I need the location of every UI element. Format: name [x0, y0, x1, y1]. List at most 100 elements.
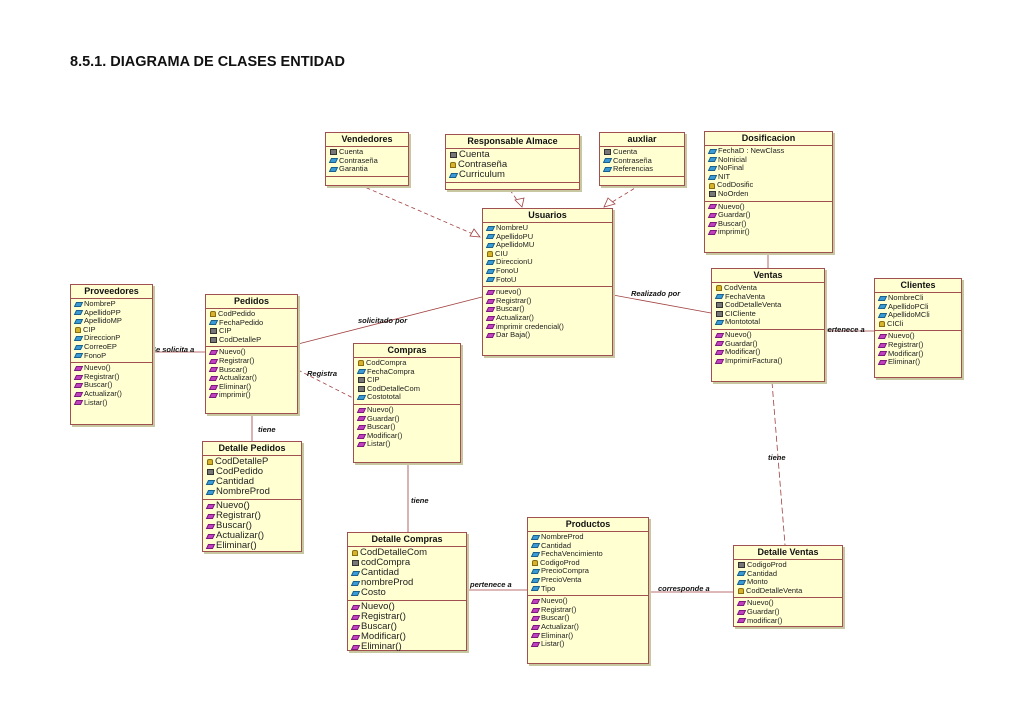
operation-row[interactable]: Buscar()	[530, 614, 646, 623]
attribute-row[interactable]: Cantidad	[205, 477, 299, 487]
operation-row[interactable]: Guardar()	[714, 339, 822, 349]
attribute-row[interactable]: Cantidad	[530, 541, 646, 551]
operation-row[interactable]: Nuevo()	[208, 348, 295, 357]
attribute-row[interactable]: Monto	[736, 578, 840, 587]
attribute-row[interactable]: DireccionU	[485, 258, 610, 267]
attribute-row[interactable]: CodDosific	[709, 181, 830, 190]
attribute-row[interactable]: Cuenta	[330, 147, 406, 157]
operation-row[interactable]: imprimir()	[208, 391, 295, 400]
operation-row[interactable]: Listar()	[73, 398, 150, 408]
operation-row[interactable]: Actualizar()	[73, 389, 150, 399]
attribute-row[interactable]: NIT	[707, 172, 830, 182]
operation-row[interactable]: Registrar()	[73, 372, 150, 382]
operation-row[interactable]: Buscar()	[707, 219, 830, 229]
attribute-row[interactable]: FechaVencimiento	[530, 550, 646, 559]
operation-row[interactable]: Nuevo()	[877, 332, 959, 341]
attribute-row[interactable]: CodDetalleP	[207, 457, 299, 467]
attribute-row[interactable]: CodigoProd	[532, 558, 646, 568]
attribute-row[interactable]: CodigoProd	[738, 560, 840, 570]
operation-row[interactable]: Guardar()	[736, 607, 840, 617]
attribute-row[interactable]: Cantidad	[736, 569, 840, 579]
attribute-row[interactable]: CodDetalleVenta	[716, 301, 822, 310]
operation-row[interactable]: Registrar()	[485, 296, 610, 306]
attribute-row[interactable]: Contraseña	[450, 160, 577, 170]
operation-row[interactable]: Registrar()	[877, 340, 959, 350]
attribute-row[interactable]: PrecioVenta	[530, 575, 646, 585]
attribute-row[interactable]: ApellidoMCli	[877, 311, 959, 320]
operation-row[interactable]: Nuevo()	[356, 405, 458, 415]
operation-row[interactable]: Nuevo()	[707, 202, 830, 212]
operation-row[interactable]: ImprimirFactura()	[714, 356, 822, 366]
operation-row[interactable]: Nuevo()	[736, 599, 840, 608]
attribute-row[interactable]: Cantidad	[350, 568, 464, 578]
attribute-row[interactable]: CodCompra	[358, 358, 458, 368]
attribute-row[interactable]: CodDetalleCom	[358, 384, 458, 394]
operation-row[interactable]: Nuevo()	[350, 602, 464, 612]
operation-row[interactable]: imprimir credencial()	[485, 322, 610, 332]
attribute-row[interactable]: NoOrden	[709, 189, 830, 199]
operation-row[interactable]: modificar()	[736, 616, 840, 626]
attribute-row[interactable]: FotoU	[485, 275, 610, 285]
attribute-row[interactable]: NombreP	[73, 299, 150, 309]
attribute-row[interactable]: CodPedido	[210, 309, 295, 319]
operation-row[interactable]: Buscar()	[205, 521, 299, 531]
operation-row[interactable]: Modificar()	[877, 349, 959, 359]
attribute-row[interactable]: CodVenta	[716, 283, 822, 293]
attribute-row[interactable]: FonoP	[73, 351, 150, 361]
attribute-row[interactable]: CIP	[358, 376, 458, 385]
operation-row[interactable]: Eliminar()	[205, 541, 299, 551]
operation-row[interactable]: Actualizar()	[208, 374, 295, 383]
attribute-row[interactable]: Costo	[350, 588, 464, 598]
attribute-row[interactable]: CIU	[487, 249, 610, 259]
attribute-row[interactable]: Montototal	[714, 318, 822, 327]
attribute-row[interactable]: CorreoEP	[73, 342, 150, 352]
attribute-row[interactable]: Contraseña	[328, 156, 406, 166]
operation-row[interactable]: Actualizar()	[205, 531, 299, 541]
attribute-row[interactable]: DireccionP	[73, 334, 150, 343]
operation-row[interactable]: nuevo()	[485, 288, 610, 297]
attribute-row[interactable]: NoInicial	[707, 155, 830, 165]
operation-row[interactable]: Modificar()	[350, 632, 464, 642]
attribute-row[interactable]: FechaPedido	[208, 318, 295, 328]
operation-row[interactable]: Eliminar()	[877, 358, 959, 367]
operation-row[interactable]: Guardar()	[356, 414, 458, 424]
operation-row[interactable]: Dar Baja()	[485, 331, 610, 340]
operation-row[interactable]: Nuevo()	[73, 364, 150, 373]
attribute-row[interactable]: Garantia	[328, 165, 406, 174]
attribute-row[interactable]: ApellidoPU	[485, 232, 610, 242]
attribute-row[interactable]: Costototal	[356, 393, 458, 402]
attribute-row[interactable]: CICliente	[716, 309, 822, 319]
attribute-row[interactable]: PrecioCompra	[530, 567, 646, 576]
operation-row[interactable]: Actualizar()	[485, 313, 610, 323]
attribute-row[interactable]: CICli	[879, 319, 959, 329]
attribute-row[interactable]: nombreProd	[350, 578, 464, 588]
operation-row[interactable]: imprimir()	[707, 228, 830, 237]
attribute-row[interactable]: Contraseña	[602, 156, 682, 166]
operation-row[interactable]: Eliminar()	[208, 382, 295, 392]
attribute-row[interactable]: ApellidoPP	[73, 308, 150, 318]
operation-row[interactable]: Registrar()	[350, 612, 464, 622]
attribute-row[interactable]: Curriculum	[448, 170, 577, 180]
operation-row[interactable]: Buscar()	[356, 423, 458, 432]
attribute-row[interactable]: CodDetalleP	[210, 335, 295, 345]
attribute-row[interactable]: Cuenta	[604, 147, 682, 157]
attribute-row[interactable]: NombreProd	[205, 487, 299, 497]
attribute-row[interactable]: FechaD : NewClass	[707, 146, 830, 156]
operation-row[interactable]: Registrar()	[208, 356, 295, 366]
attribute-row[interactable]: FechaCompra	[356, 367, 458, 377]
attribute-row[interactable]: CodPedido	[207, 467, 299, 477]
operation-row[interactable]: Modificar()	[714, 348, 822, 357]
attribute-row[interactable]: Referencias	[602, 165, 682, 174]
